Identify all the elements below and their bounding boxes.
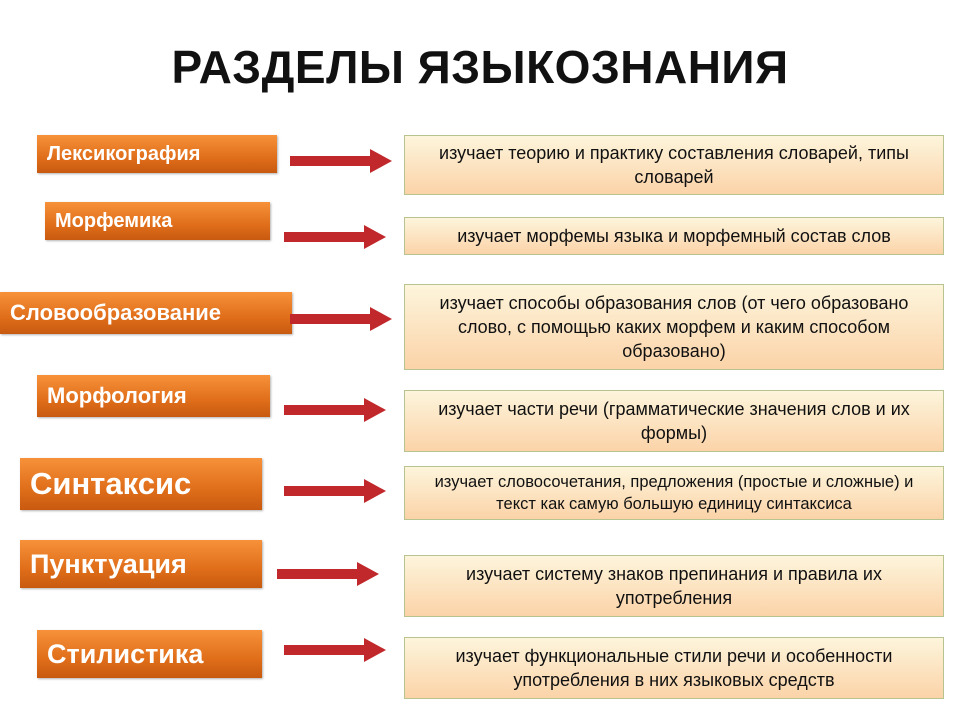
arrow-right-icon	[284, 638, 386, 662]
term-word-formation: Словообразование	[0, 292, 292, 334]
description-word-formation: изучает способы образования слов (от чег…	[404, 284, 944, 370]
arrow-right-icon	[284, 398, 386, 422]
description-morphemics: изучает морфемы языка и морфемный состав…	[404, 217, 944, 255]
description-morphology: изучает части речи (грамматические значе…	[404, 390, 944, 452]
arrow-right-icon	[284, 225, 386, 249]
description-stylistics: изучает функциональные стили речи и особ…	[404, 637, 944, 699]
arrow-right-icon	[284, 479, 386, 503]
term-syntax: Синтаксис	[20, 458, 262, 510]
term-lexicography: Лексикография	[37, 135, 277, 173]
arrow-right-icon	[277, 562, 379, 586]
term-punctuation: Пунктуация	[20, 540, 262, 588]
term-morphology: Морфология	[37, 375, 270, 417]
description-syntax: изучает словосочетания, предложения (про…	[404, 466, 944, 520]
page-title: РАЗДЕЛЫ ЯЗЫКОЗНАНИЯ	[171, 41, 789, 93]
arrow-right-icon	[290, 149, 392, 173]
arrow-right-icon	[290, 307, 392, 331]
term-stylistics: Стилистика	[37, 630, 262, 678]
term-morphemics: Морфемика	[45, 202, 270, 240]
description-punctuation: изучает систему знаков препинания и прав…	[404, 555, 944, 617]
description-lexicography: изучает теорию и практику составления сл…	[404, 135, 944, 195]
